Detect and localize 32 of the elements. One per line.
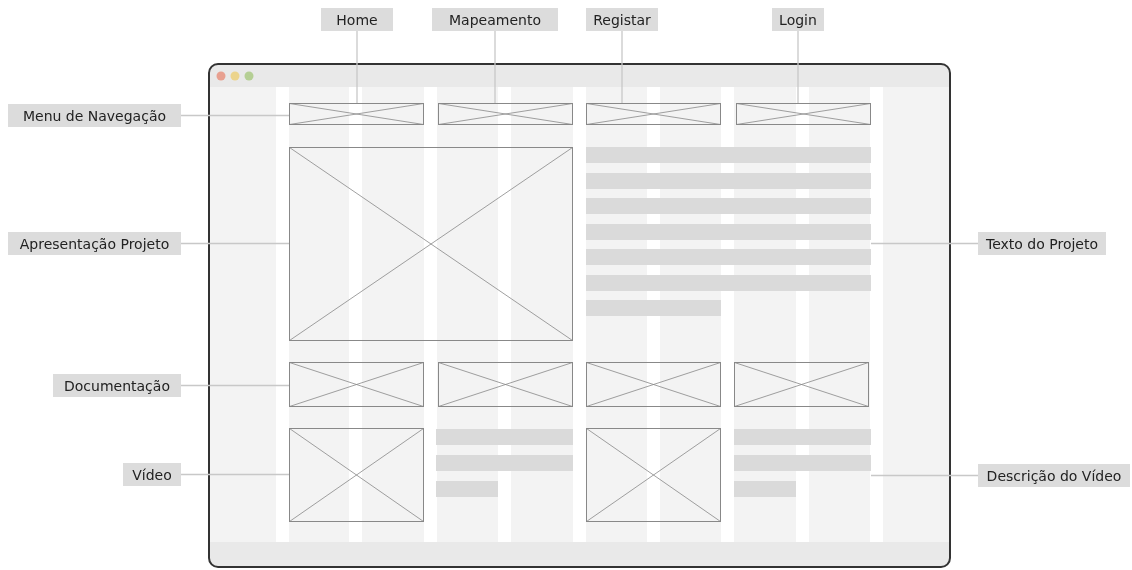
leader-line xyxy=(797,30,799,104)
image-placeholder xyxy=(289,428,424,522)
leader-line xyxy=(180,114,290,117)
image-placeholder xyxy=(586,428,721,522)
image-placeholder xyxy=(289,362,424,407)
leader-line xyxy=(356,30,358,104)
callout-label: Vídeo xyxy=(123,463,181,486)
callout-label: Home xyxy=(321,8,393,31)
leader-line xyxy=(621,30,623,104)
image-placeholder xyxy=(289,103,424,125)
callout-label: Descrição do Vídeo xyxy=(978,464,1130,487)
image-placeholder xyxy=(586,103,721,125)
image-placeholder xyxy=(736,103,871,125)
callout-label: Apresentação Projeto xyxy=(8,232,181,255)
callout-label: Mapeamento xyxy=(432,8,558,31)
callout-label: Texto do Projeto xyxy=(978,232,1106,255)
leader-line xyxy=(494,30,496,104)
image-placeholder xyxy=(734,362,869,407)
leader-line xyxy=(870,474,979,477)
callout-label: Registar xyxy=(586,8,658,31)
callout-label: Menu de Navegação xyxy=(8,104,181,127)
leader-line xyxy=(870,242,979,245)
browser-window xyxy=(208,63,951,568)
image-placeholder xyxy=(438,362,573,407)
leader-line xyxy=(180,384,290,387)
callout-label: Documentação xyxy=(53,374,181,397)
leader-line xyxy=(180,242,290,245)
leader-line xyxy=(180,473,290,476)
callout-label: Login xyxy=(772,8,824,31)
image-placeholder xyxy=(586,362,721,407)
image-placeholder xyxy=(289,147,573,341)
image-placeholder xyxy=(438,103,573,125)
